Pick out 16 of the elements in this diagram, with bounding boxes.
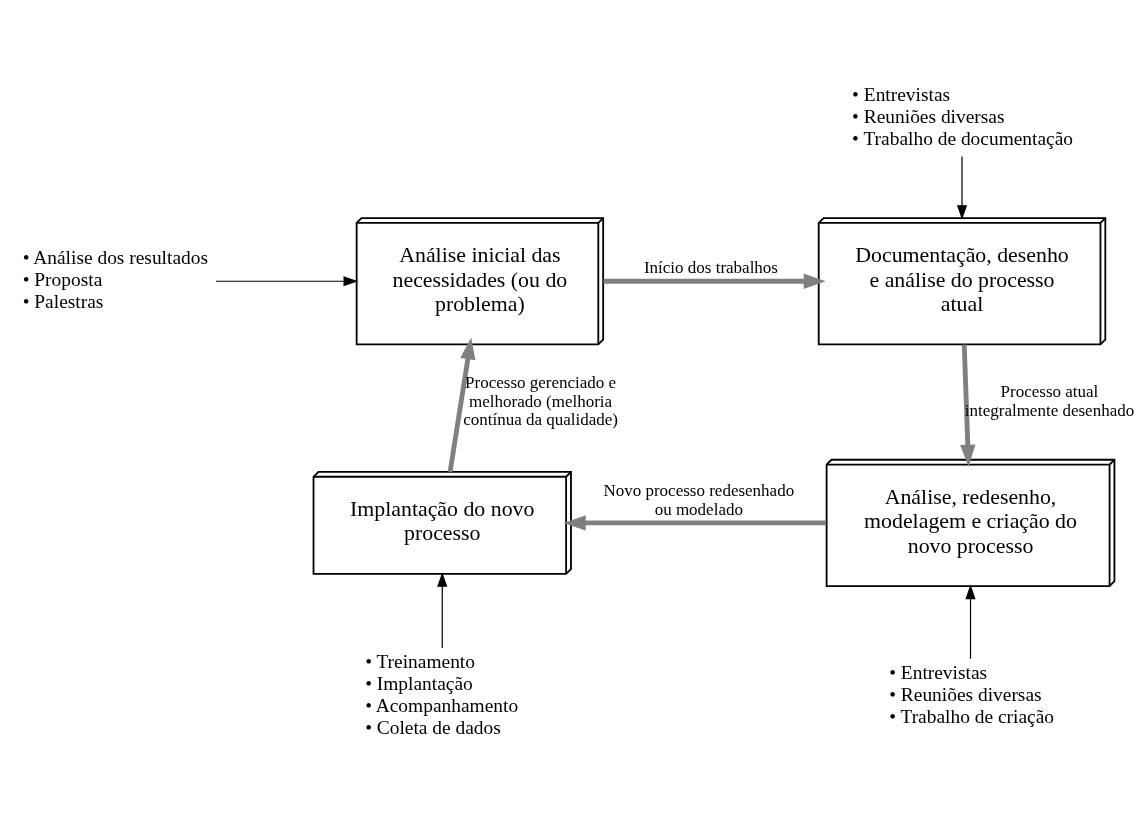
edge-label: Processo atual integralmente desenhado: [964, 381, 1135, 420]
arrow: [965, 584, 976, 659]
node-text: • Entrevistas • Reuniões diversas • Trabalho de documentação: [852, 83, 1074, 149]
arrow: [563, 514, 827, 531]
arrow: [960, 344, 976, 467]
edge-label: Início dos trabalhos: [643, 257, 778, 277]
node-text: • Treinamento • Implantação • Acompanhamento • Coleta de dados: [365, 650, 519, 738]
arrow: [215, 275, 359, 286]
arrow: [437, 571, 448, 649]
node-text: • Entrevistas • Reuniões diversas • Trabalho de criação: [889, 661, 1054, 727]
arrow: [447, 336, 476, 472]
edge-label: Novo processo redesenhado ou modelado: [603, 480, 795, 519]
node-text: • Análise dos resultados • Proposta • Palestras: [22, 246, 209, 312]
edge-label: Processo gerenciado e melhorado (melhoria contínua da qualidade): [463, 372, 619, 429]
arrow: [956, 155, 968, 220]
arrow: [603, 273, 826, 289]
